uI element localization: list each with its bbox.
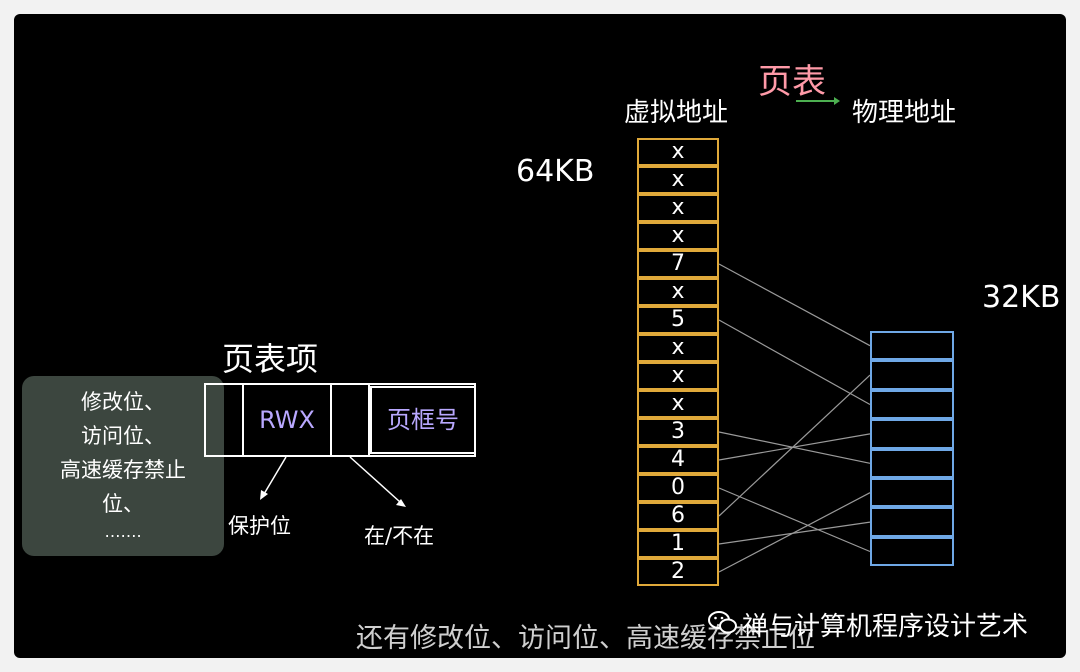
virtual-address-label: 虚拟地址: [624, 98, 729, 128]
virtual-page-14: 1: [637, 530, 719, 558]
physical-frame-2: [870, 389, 954, 420]
other-bit-suffix: 位、: [102, 492, 144, 516]
virtual-page-6: 5: [637, 306, 719, 334]
virtual-page-2: x: [637, 194, 719, 222]
present-absent-label: 在/不在: [364, 524, 435, 548]
other-bits-ellipsis: …….: [104, 522, 142, 541]
pte-title: 页表项: [222, 340, 319, 378]
physical-frame-table: [870, 331, 954, 567]
virtual-size-label: 64KB: [516, 154, 595, 189]
physical-size-label: 32KB: [982, 280, 1061, 315]
watermark: 禅与计算机程序设计艺术: [742, 612, 1029, 642]
virtual-page-1: x: [637, 166, 719, 194]
other-bit-cache-disable: 高速缓存禁止: [60, 458, 186, 482]
virtual-page-13: 6: [637, 502, 719, 530]
rwx-field: RWX: [242, 383, 332, 457]
virtual-page-5: x: [637, 278, 719, 306]
virtual-page-12: 0: [637, 474, 719, 502]
virtual-page-7: x: [637, 334, 719, 362]
physical-frame-5: [870, 477, 954, 508]
wechat-icon: [708, 611, 737, 634]
mapping-line-13: [718, 374, 871, 517]
mapping-line-12: [718, 487, 871, 553]
virtual-page-15: 2: [637, 558, 719, 586]
physical-frame-3: [870, 419, 954, 449]
mapping-line-14: [718, 521, 871, 545]
virtual-page-3: x: [637, 222, 719, 250]
subtitle: 还有修改位、访问位、高速缓存禁止位: [356, 623, 815, 654]
virtual-page-10: 3: [637, 418, 719, 446]
physical-address-label: 物理地址: [852, 98, 957, 128]
physical-frame-7: [870, 536, 954, 567]
arrow-right-icon: [796, 97, 840, 105]
diagram-title: 页表: [758, 62, 826, 102]
physical-frame-4: [870, 448, 954, 478]
other-bit-modified: 修改位、: [81, 390, 165, 414]
virtual-page-4: 7: [637, 250, 719, 278]
virtual-page-11: 4: [637, 446, 719, 474]
present-bit-field: [330, 383, 370, 457]
protection-bits-label: 保护位: [228, 514, 291, 538]
other-bits-box: 修改位、 访问位、 高速缓存禁止 位、 …….: [22, 376, 224, 556]
mapping-line-15: [718, 492, 871, 573]
virtual-page-9: x: [637, 390, 719, 418]
mapping-line-10: [718, 431, 871, 464]
virtual-page-0: x: [637, 138, 719, 166]
physical-frame-1: [870, 360, 954, 390]
pte-annotation-arrows: [260, 456, 406, 507]
other-bit-referenced: 访问位、: [81, 424, 165, 448]
physical-frame-6: [870, 507, 954, 537]
virtual-page-8: x: [637, 362, 719, 390]
mapping-line-6: [718, 319, 871, 406]
frame-number-field: 页框号: [370, 386, 476, 454]
mapping-line-11: [718, 433, 871, 461]
mapping-lines: [718, 263, 871, 573]
mapping-line-4: [718, 263, 871, 347]
physical-frame-0: [870, 331, 954, 361]
